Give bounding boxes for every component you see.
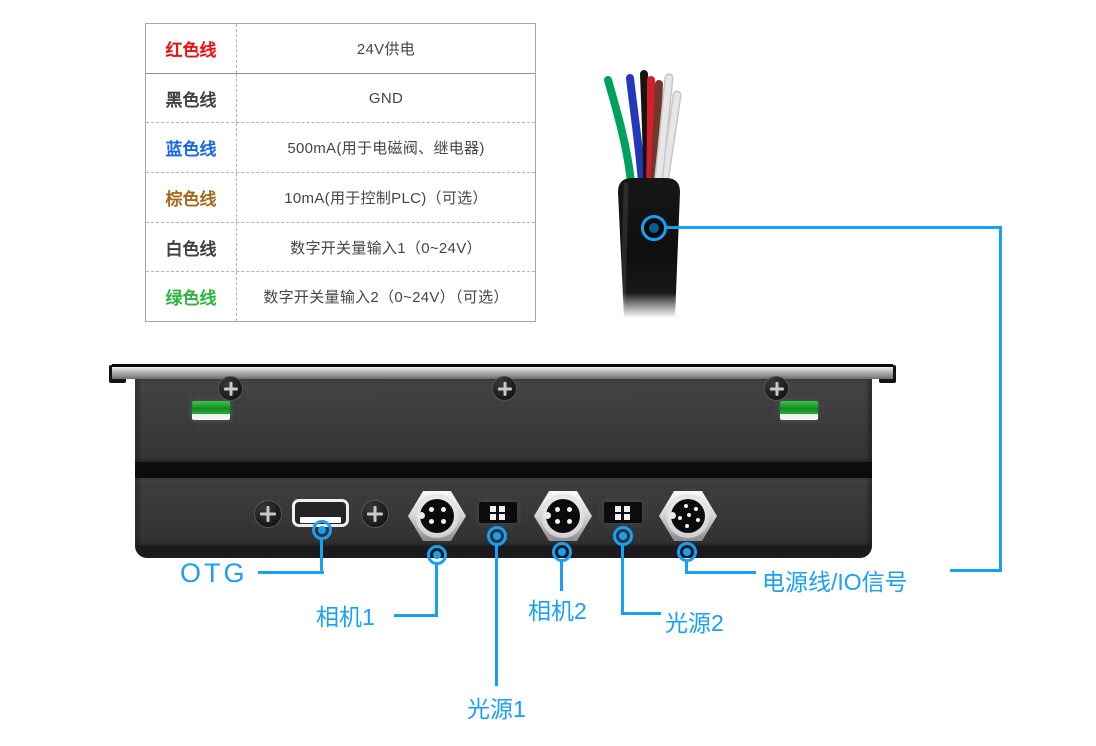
device-bottom-edge <box>135 546 872 558</box>
leader-line <box>950 569 1002 572</box>
table-row: 绿色线 数字开关量输入2（0~24V）（可选） <box>146 271 535 322</box>
phillips-screw-icon <box>254 500 282 528</box>
leader-line <box>394 614 438 617</box>
leader-line <box>320 539 323 574</box>
connector-face <box>544 499 580 533</box>
wire-name: 棕色线 <box>146 173 237 222</box>
light1-label: 光源1 <box>467 696 526 722</box>
leader-line <box>621 612 661 615</box>
wire-name: 红色线 <box>146 24 237 73</box>
leader-line <box>560 561 563 591</box>
camera1-label: 相机1 <box>316 604 375 630</box>
green-slot-body <box>780 401 818 414</box>
table-row: 白色线 数字开关量输入1（0~24V） <box>146 221 535 272</box>
wire-blue <box>626 74 646 186</box>
light2-label: 光源2 <box>665 610 724 636</box>
leader-line <box>685 561 688 574</box>
phillips-screw-icon <box>492 376 517 401</box>
power-cable-illustration <box>604 70 682 318</box>
callout-marker-power <box>677 542 697 562</box>
wire-name: 黑色线 <box>146 73 237 123</box>
green-slot-stripe <box>780 414 818 420</box>
wire-desc: 24V供电 <box>356 40 416 58</box>
callout-marker-otg <box>312 520 332 540</box>
callout-marker-camera1 <box>427 545 447 565</box>
table-row: 棕色线 10mA(用于控制PLC)（可选） <box>146 172 535 222</box>
table-row: 蓝色线 500mA(用于电磁阀、继电器) <box>146 122 535 173</box>
green-slot-body <box>192 401 230 414</box>
wire-name: 绿色线 <box>146 272 237 322</box>
wire-table: 红色线 24V供电 黑色线 GND 蓝色线 500mA(用于电磁阀、继电器) 棕… <box>145 23 536 322</box>
callout-marker-light1 <box>487 526 507 546</box>
wire-white-1-core <box>655 75 672 187</box>
device-panel-divider <box>135 462 872 478</box>
table-row: 黑色线 GND <box>146 72 535 123</box>
leader-line <box>621 545 624 615</box>
connector-key-notch <box>544 512 551 519</box>
leader-line <box>686 571 756 574</box>
wire-desc: 数字开关量输入2（0~24V）（可选） <box>263 289 509 307</box>
camera2-connector[interactable] <box>534 491 592 541</box>
light1-dip-switch[interactable] <box>479 502 517 523</box>
connector-key-notch <box>418 512 425 519</box>
panel-top-rail <box>112 364 893 379</box>
wire-red <box>646 76 655 188</box>
leader-line <box>435 564 438 617</box>
light2-dip-switch[interactable] <box>604 502 642 523</box>
leader-line <box>495 545 498 686</box>
green-slot-left <box>192 401 230 420</box>
green-slot-stripe <box>192 414 230 420</box>
connector-key-notch <box>669 512 676 519</box>
phillips-screw-icon <box>218 376 243 401</box>
power-io-connector[interactable] <box>659 491 717 541</box>
wire-desc: GND <box>368 89 404 107</box>
leader-line <box>666 226 1002 229</box>
wire-white-2-core <box>661 92 680 185</box>
wire-desc: 数字开关量输入1（0~24V） <box>290 239 482 257</box>
leader-line <box>999 226 1002 572</box>
wire-name: 蓝色线 <box>146 123 237 173</box>
callout-marker-cable <box>641 215 667 241</box>
phillips-screw-icon <box>764 376 789 401</box>
camera1-connector[interactable] <box>408 491 466 541</box>
camera2-label: 相机2 <box>528 598 587 624</box>
cable-sheath <box>618 178 680 318</box>
otg-label: OTG <box>180 558 248 588</box>
phillips-screw-icon <box>361 500 389 528</box>
wire-desc: 500mA(用于电磁阀、继电器) <box>287 140 485 158</box>
wire-name: 白色线 <box>146 222 237 272</box>
wire-green <box>604 76 635 186</box>
connector-face <box>669 499 705 533</box>
callout-marker-light2 <box>613 526 633 546</box>
connector-face <box>418 499 454 533</box>
wire-desc: 10mA(用于控制PLC)（可选） <box>284 189 488 207</box>
cable-sheath-highlight <box>620 182 629 308</box>
callout-marker-camera2 <box>552 542 572 562</box>
power-io-label: 电源线/IO信号 <box>762 569 908 595</box>
table-row: 红色线 24V供电 <box>146 24 535 73</box>
wire-brown <box>650 80 663 186</box>
leader-line <box>258 571 324 574</box>
green-slot-right <box>780 401 818 420</box>
